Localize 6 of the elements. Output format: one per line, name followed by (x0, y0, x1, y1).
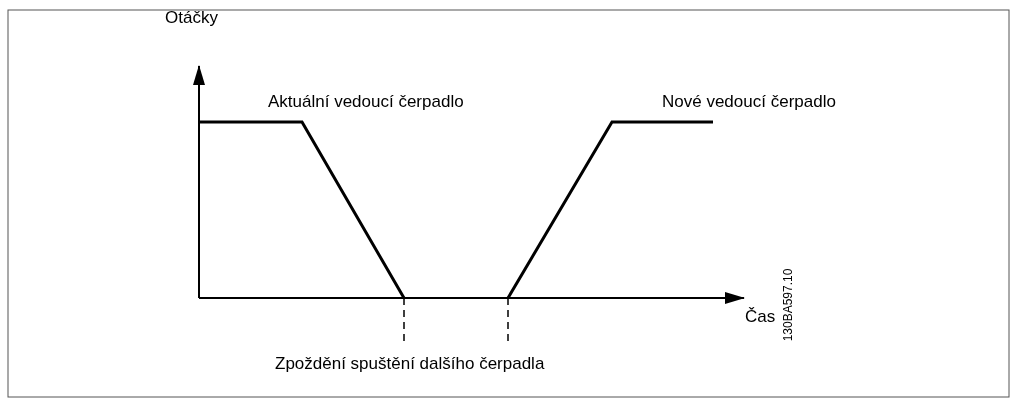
interval-label: Zpoždění spuštění dalšího čerpadla (275, 354, 545, 374)
drawing-number: 130BA597.10 (780, 268, 797, 342)
axis-label: Čas (745, 307, 776, 327)
curve-label: Nové vedoucí čerpadlo (662, 92, 836, 112)
curve-label: Aktuální vedoucí čerpadlo (268, 92, 464, 112)
axis-label: Otáčky (165, 8, 218, 28)
